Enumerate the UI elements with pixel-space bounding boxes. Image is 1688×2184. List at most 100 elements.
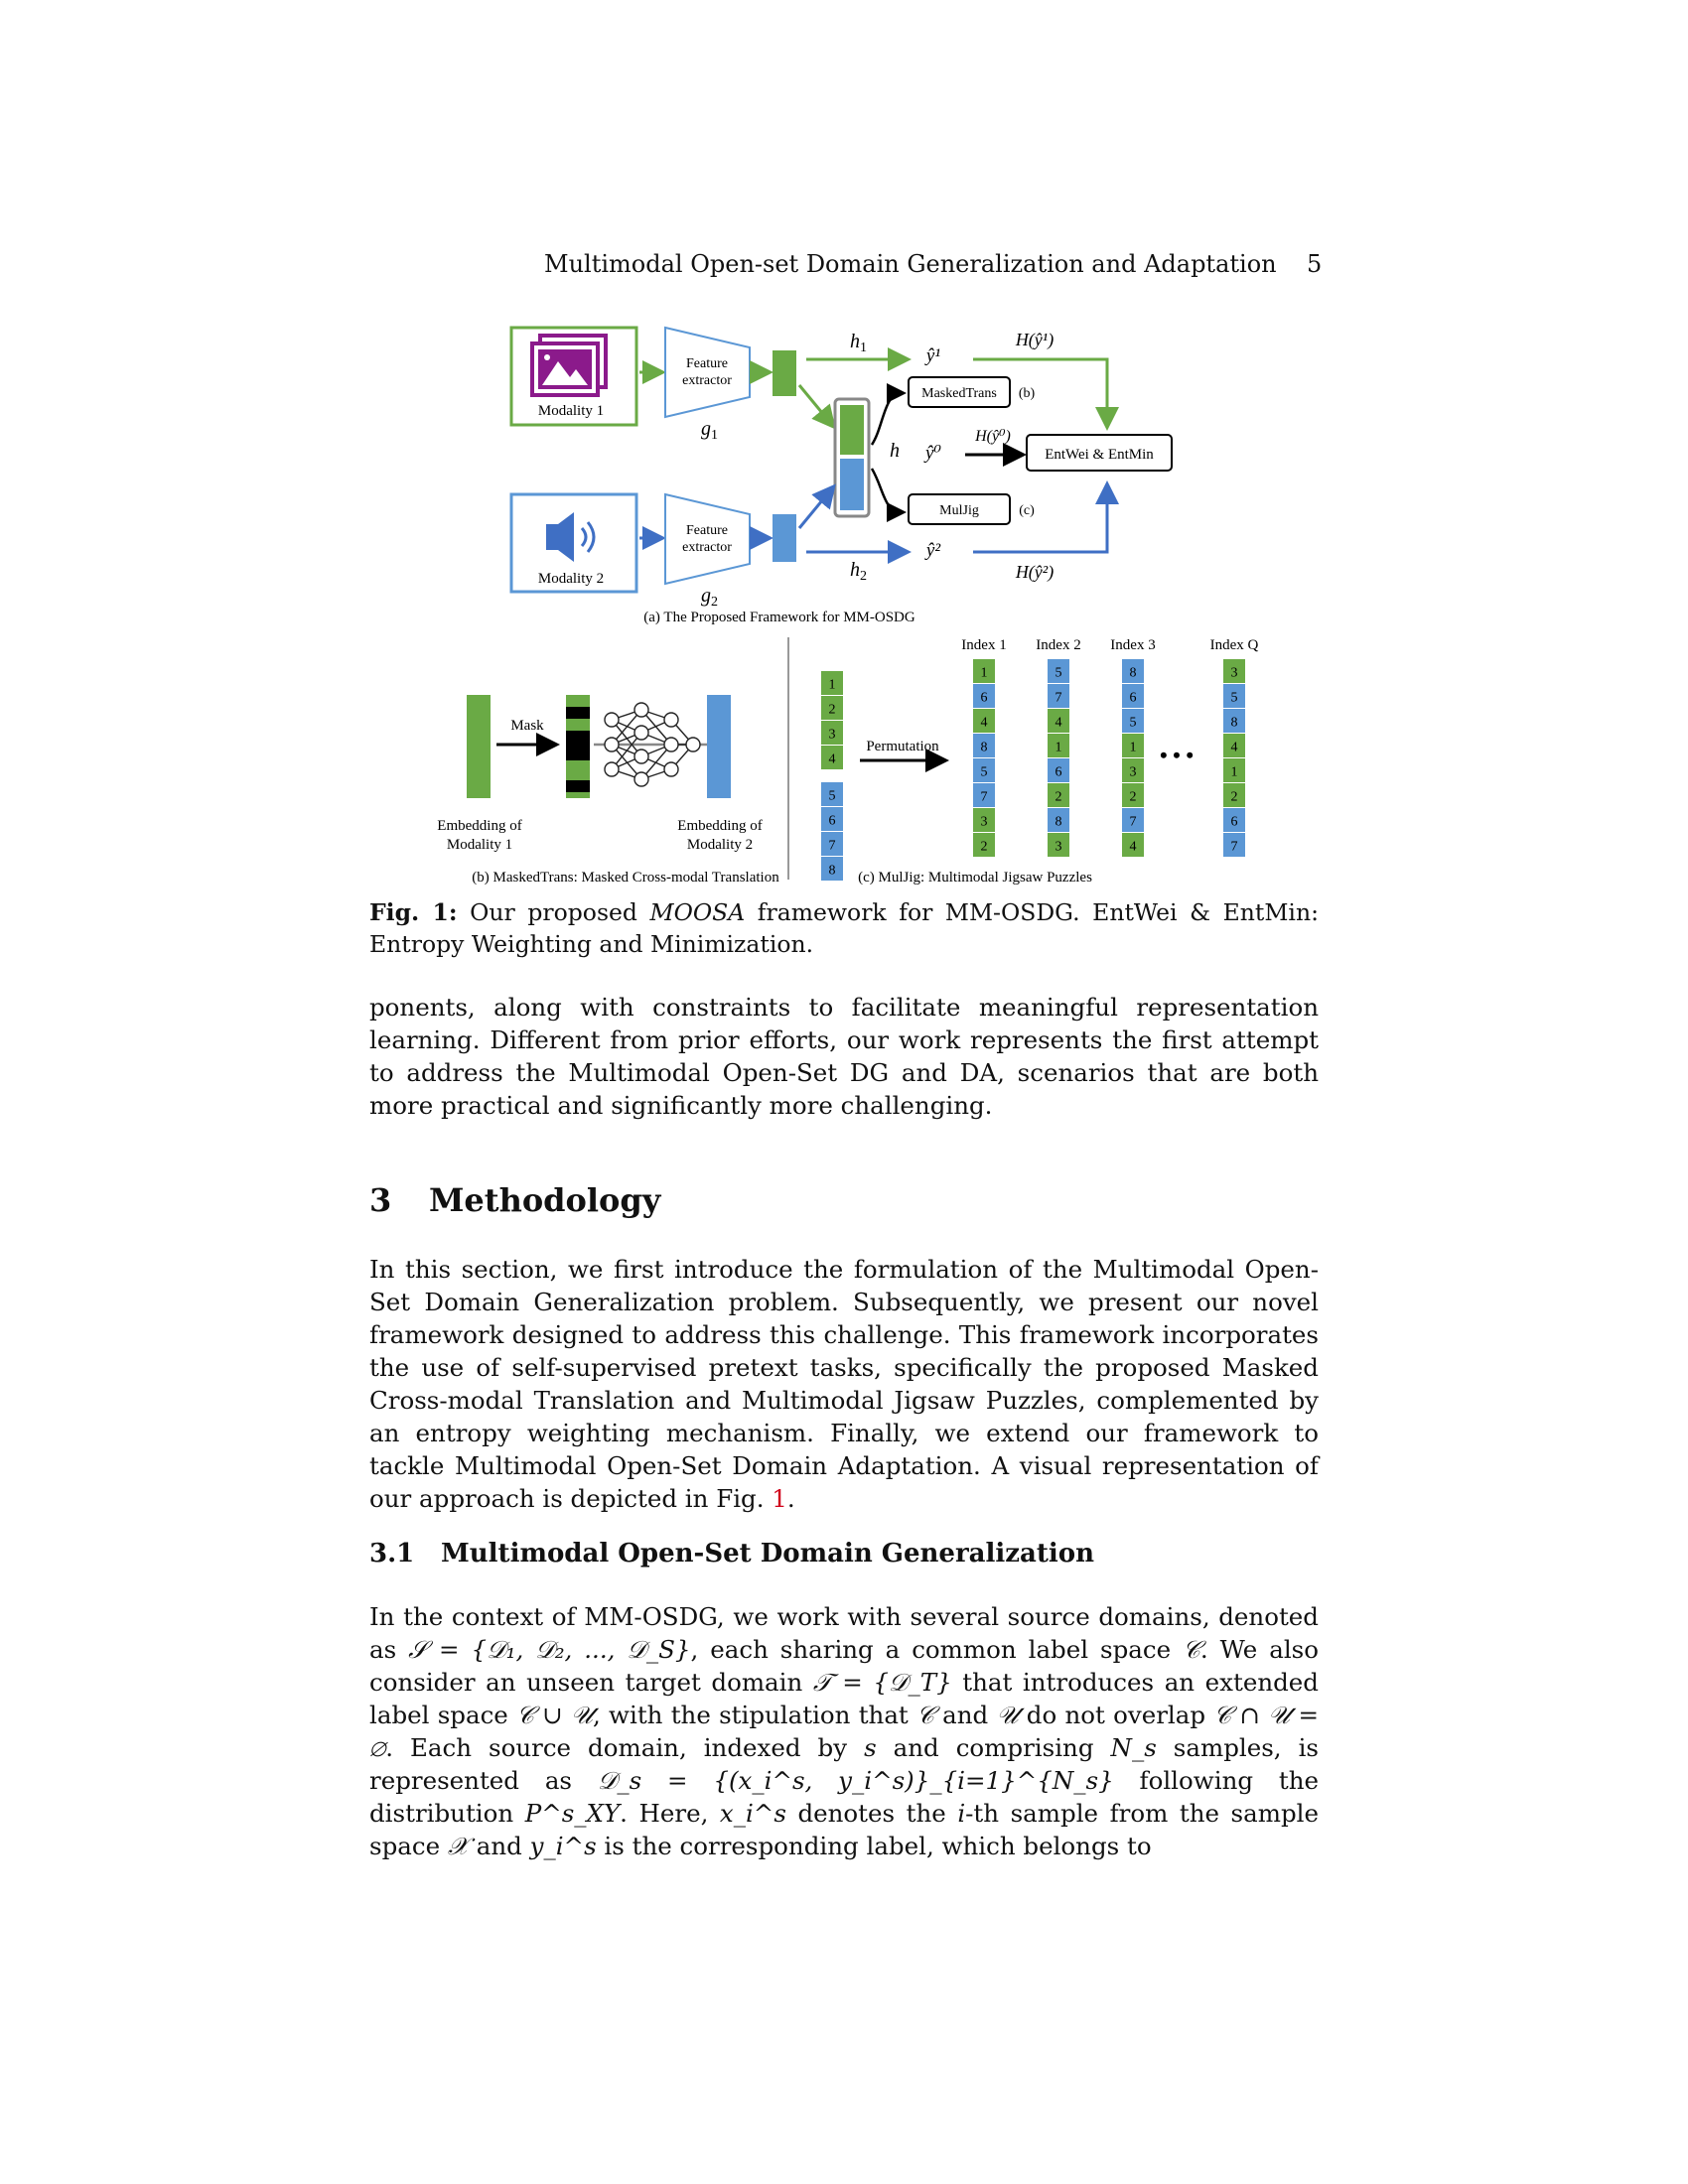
- jigsaw-cell: [1048, 684, 1069, 708]
- jigsaw-cell: [1122, 734, 1144, 757]
- text: and: [933, 1701, 997, 1729]
- jigsaw-cell-label: 6: [981, 691, 988, 706]
- jigsaw-cell-label: 3: [1231, 666, 1238, 681]
- text: , each sharing a common label space: [690, 1635, 1184, 1664]
- section-number: 3: [369, 1181, 392, 1219]
- h1-label: h1: [850, 331, 867, 355]
- g2-label: g2: [701, 585, 718, 610]
- figure-1: Modality 1 Feature extractor g1 h1 ŷ¹ H(…: [437, 326, 1259, 886]
- jigsaw-cell-label: 6: [1130, 691, 1137, 706]
- jigsaw-cell: [821, 832, 843, 856]
- section-title: Methodology: [429, 1181, 661, 1219]
- subfigure-a: Modality 1 Feature extractor g1 h1 ŷ¹ H(…: [509, 326, 1173, 625]
- jigsaw-cell: [1048, 833, 1069, 857]
- jigsaw-cell: [973, 758, 995, 782]
- jigsaw-cell: [1048, 808, 1069, 832]
- paragraph-methodology: In this section, we first introduce the …: [369, 1253, 1319, 1515]
- entwei-label: EntWei & EntMin: [1045, 447, 1154, 463]
- jigsaw-cell-label: 7: [1055, 691, 1062, 706]
- jigsaw-cell: [821, 746, 843, 769]
- jigsaw-cell: [1048, 659, 1069, 683]
- modality1-box: [509, 326, 638, 427]
- embedding-modality1-bar: [467, 695, 491, 798]
- masked-embedding: [566, 695, 590, 798]
- math: i: [957, 1799, 966, 1828]
- fe1-line2: extractor: [682, 373, 732, 388]
- jigsaw-cell-label: 8: [981, 741, 988, 755]
- jigsaw-cell-label: 7: [829, 839, 836, 854]
- ellipsis: • • •: [1160, 743, 1194, 767]
- text: following the distribution: [369, 1766, 1319, 1828]
- text: and: [468, 1832, 530, 1860]
- jigsaw-cell: [1122, 783, 1144, 807]
- modality2-box: [509, 492, 638, 594]
- text: In the context of MM-OSDG, we work with …: [369, 1602, 1319, 1664]
- text: , with the stipulation that: [592, 1701, 917, 1729]
- tag-b: (b): [1019, 386, 1036, 401]
- text: -th sample from the sample space: [369, 1799, 1319, 1860]
- jigsaw-cell-label: 2: [1055, 790, 1062, 805]
- subfigure-b: Mask Embe: [437, 695, 779, 886]
- neural-network-icon: [604, 702, 701, 787]
- caption-b: (b) MaskedTrans: Masked Cross-modal Tran…: [472, 870, 779, 886]
- text: . Here,: [620, 1799, 720, 1828]
- text: . We also consider an unseen target doma…: [369, 1635, 1320, 1697]
- jigsaw-cell-label: 1: [1130, 741, 1137, 755]
- jigsaw-cell: [1223, 684, 1245, 708]
- muljig-label: MulJig: [939, 503, 979, 518]
- text: samples, is represented as: [369, 1733, 1319, 1795]
- jigsaw-cell-label: 3: [1130, 765, 1137, 780]
- math: 𝒞 ∪ 𝒰: [516, 1701, 593, 1729]
- fe2-line1: Feature: [686, 523, 728, 538]
- paragraph-continuation: ponents, along with constraints to facil…: [369, 993, 1319, 1120]
- h-label: h: [890, 440, 900, 462]
- y2-hat: ŷ²: [924, 540, 940, 561]
- text: that introduces an extended label space: [369, 1668, 1319, 1729]
- math: s: [864, 1733, 877, 1762]
- jigsaw-cell: [1223, 833, 1245, 857]
- emb1-line2: Modality 1: [447, 837, 512, 853]
- jigsaw-index-label: Index 1: [961, 637, 1006, 653]
- fe2-line2: extractor: [682, 540, 732, 555]
- jigsaw-cell: [973, 709, 995, 733]
- jigsaw-cell: [1048, 783, 1069, 807]
- figure-label: Fig. 1:: [369, 898, 458, 926]
- math: 𝒮 = {𝒟₁, 𝒟₂, ..., 𝒟_S}: [408, 1635, 691, 1664]
- math: 𝒞: [916, 1701, 934, 1729]
- jigsaw-cell: [973, 808, 995, 832]
- g1-label: g1: [701, 418, 718, 443]
- embedding-modality2-bar: [707, 695, 731, 798]
- jigsaw-cell: [973, 783, 995, 807]
- jigsaw-cell-label: 5: [1055, 666, 1062, 681]
- image-icon: [530, 334, 608, 397]
- jigsaw-cell-label: 4: [1231, 741, 1238, 755]
- H-y2: H(ŷ²): [1015, 562, 1054, 583]
- jigsaw-cell: [1223, 758, 1245, 782]
- jigsaw-cell: [1122, 808, 1144, 832]
- jigsaw-cell: [821, 782, 843, 806]
- jigsaw-cell: [821, 807, 843, 831]
- jigsaw-cell-label: 2: [981, 840, 988, 855]
- math: 𝒞: [1183, 1635, 1200, 1664]
- jigsaw-cell: [821, 671, 843, 695]
- modality1-label: Modality 1: [538, 403, 604, 419]
- figure-ref-link[interactable]: 1: [772, 1484, 787, 1513]
- tag-c: (c): [1019, 503, 1035, 518]
- jigsaw-cell: [1122, 833, 1144, 857]
- subfigure-c: Permutation • • • (c) MulJig: Multimodal…: [821, 637, 1259, 886]
- jigsaw-cell-label: 2: [1130, 790, 1137, 805]
- jigsaw-cell-label: 8: [1130, 666, 1137, 681]
- moosa-name: MOOSA: [649, 898, 746, 926]
- jigsaw-cell-label: 2: [1231, 790, 1238, 805]
- modality2-label: Modality 2: [538, 571, 604, 587]
- math: 𝒞 ∩ 𝒰 = ∅: [369, 1701, 1319, 1762]
- jigsaw-cell-label: 3: [1055, 840, 1062, 855]
- section-heading: 3 Methodology: [369, 1181, 660, 1219]
- jigsaw-index-label: Index Q: [1210, 637, 1259, 653]
- jigsaw-cell: [1048, 734, 1069, 757]
- jigsaw-cell: [1122, 709, 1144, 733]
